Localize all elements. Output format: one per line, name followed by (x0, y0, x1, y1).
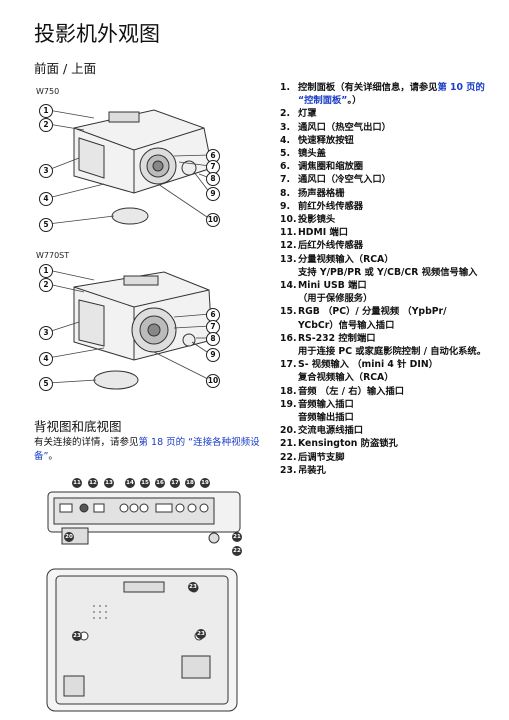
parts-item-7: 7.通风口（冷空气入口） (280, 174, 391, 186)
bottom-view-figure (46, 568, 238, 712)
parts-item-19: 19.音频输入插口音频输出插口 (280, 398, 354, 424)
callout-8: 8 (206, 172, 220, 186)
parts-item-22: 22.后调节支脚 (280, 451, 345, 463)
projector-front-figure-w770st (47, 269, 213, 390)
callout-7: 7 (206, 160, 220, 174)
callout-2: 2 (39, 118, 53, 132)
parts-item-6: 6.调焦圈和缩放圈 (280, 161, 364, 173)
parts-item-20: 20.交流电源线插口 (280, 425, 364, 437)
callout-22: 22 (232, 546, 242, 556)
note-link[interactable]: 第 18 页的 “连接各种视频设备” (34, 437, 260, 462)
callout-23-c: 23 (196, 629, 206, 639)
parts-item-11: 11.HDMI 端口 (280, 227, 349, 239)
parts-item-10: 10.投影镜头 (280, 214, 336, 226)
parts-item-2: 2.灯罩 (280, 108, 317, 120)
callout-21: 21 (232, 532, 242, 542)
parts-item-4: 4.快速释放按钮 (280, 134, 354, 146)
section-rear-bottom: 背视图和底视图 (34, 419, 122, 434)
callout-3: 3 (39, 164, 53, 178)
callout-16: 16 (155, 478, 165, 488)
callout-4-b: 4 (39, 352, 53, 366)
callout-13: 13 (104, 478, 114, 488)
parts-item-13: 13.分量视频输入（RCA）支持 Y/PB/PR 或 Y/CB/CR 视频信号输… (280, 253, 478, 278)
callout-5-b: 5 (39, 377, 53, 391)
parts-item-5: 5.镜头盖 (280, 148, 326, 160)
callout-12: 12 (88, 478, 98, 488)
parts-item-14: 14.Mini USB 端口（用于保修服务） (280, 280, 373, 305)
callout-14: 14 (125, 478, 135, 488)
page-title: 投影机外观图 (34, 22, 160, 46)
callout-18: 18 (185, 478, 195, 488)
callout-10-b: 10 (206, 374, 220, 388)
section-front-top: 前面 / 上面 (34, 61, 97, 76)
parts-item-23: 23.吊装孔 (280, 464, 326, 476)
parts-item-16: 16.RS-232 控制端口用于连接 PC 或家庭影院控制 / 自动化系统。 (280, 332, 487, 358)
callout-8-b: 8 (206, 332, 220, 346)
callout-23-a: 23 (188, 582, 198, 592)
callout-3-b: 3 (39, 326, 53, 340)
model-label-w750: W750 (36, 87, 60, 96)
parts-item-12: 12.后红外线传感器 (280, 240, 364, 252)
callout-19: 19 (200, 478, 210, 488)
callout-9: 9 (206, 187, 220, 201)
parts-item-21: 21.Kensington 防盗锁孔 (280, 438, 398, 450)
callout-1: 1 (39, 104, 53, 118)
projector-front-figure-w750 (47, 109, 213, 225)
callout-5: 5 (39, 218, 53, 232)
rear-panel-figure (47, 491, 241, 545)
connection-note: 有关连接的详情，请参见第 18 页的 “连接各种视频设备”。 (34, 436, 274, 464)
note-text: 有关连接的详情，请参见 (34, 437, 139, 448)
callout-23-b: 23 (72, 631, 82, 641)
callout-2-b: 2 (39, 278, 53, 292)
parts-item-18: 18.音频 （左 / 右）输入插口 (280, 385, 405, 397)
parts-list: 1.控制面板（有关详细信息，请参见第 10 页的 “控制面板”。） 2.灯罩 3… (280, 81, 497, 477)
callout-20: 20 (64, 532, 74, 542)
callout-10: 10 (206, 213, 220, 227)
callout-17: 17 (170, 478, 180, 488)
note-end: 。 (48, 450, 58, 462)
parts-item-3: 3.通风口（热空气出口） (280, 121, 391, 133)
control-panel-link[interactable]: 第 10 页的 “控制面板” (298, 82, 485, 107)
parts-item-9: 9.前红外线传感器 (280, 200, 364, 212)
callout-11: 11 (72, 478, 82, 488)
callout-4: 4 (39, 192, 53, 206)
callout-9-b: 9 (206, 348, 220, 362)
callout-15: 15 (140, 478, 150, 488)
parts-item-8: 8.扬声器格栅 (280, 187, 345, 199)
parts-item-17: 17.S- 视频输入 （mini 4 针 DIN）复合视频输入（RCA） (280, 359, 438, 384)
model-label-w770st: W770ST (36, 251, 70, 260)
callout-1-b: 1 (39, 264, 53, 278)
parts-item-15: 15.RGB （PC）/ 分量视频 （YpbPr/YCbCr）信号输入插口 (280, 306, 447, 331)
parts-item-1: 1.控制面板（有关详细信息，请参见第 10 页的 “控制面板”。） (280, 82, 485, 107)
